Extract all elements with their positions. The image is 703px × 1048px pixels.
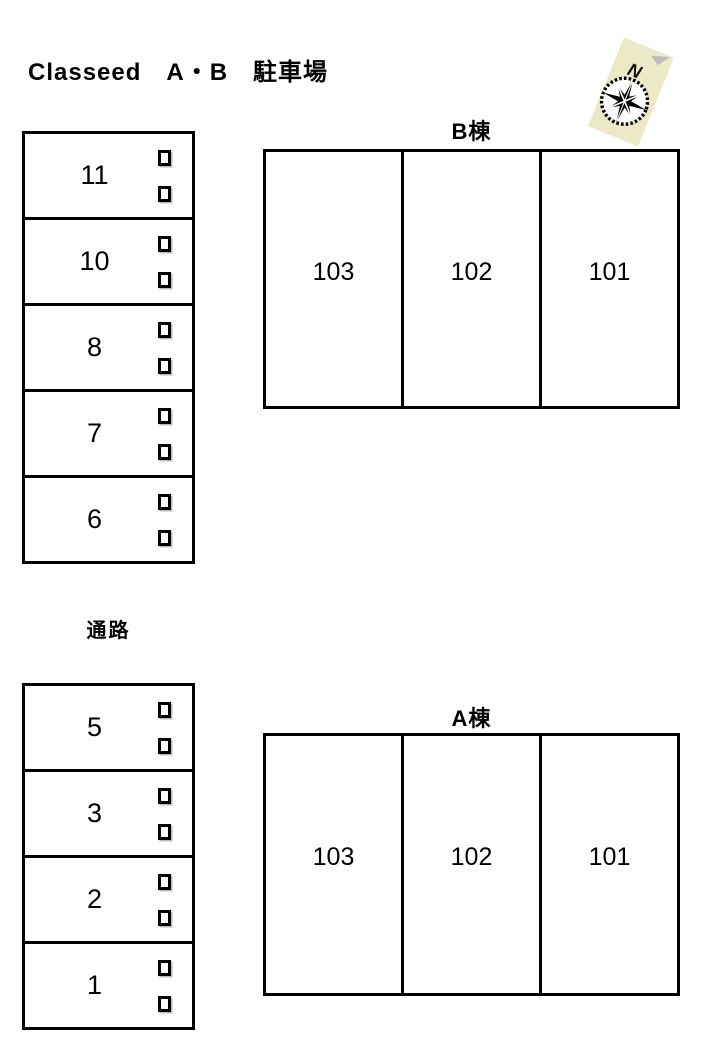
parking-space-row: 3 (25, 769, 192, 855)
stall-marker-icon (158, 737, 171, 754)
parking-space-row: 10 (25, 217, 192, 303)
building-b-unit-103: 103 (312, 257, 355, 286)
space-number: 5 (86, 712, 103, 742)
stall-marker-icon (158, 271, 171, 288)
parking-space-row: 7 (25, 389, 192, 475)
stall-marker-icon (158, 149, 171, 166)
space-number: 10 (79, 246, 110, 276)
parking-space-row: 11 (25, 134, 192, 217)
compass-gray-arrow (650, 55, 670, 66)
stall-markers (158, 149, 171, 202)
stall-marker-icon (158, 873, 171, 890)
building-b-unit-101: 101 (539, 152, 677, 406)
stall-marker-icon (158, 909, 171, 926)
parking-space-row: 2 (25, 855, 192, 941)
stall-marker-icon (158, 823, 171, 840)
stall-marker-icon (158, 959, 171, 976)
space-number: 6 (86, 504, 103, 534)
stall-marker-icon (158, 321, 171, 338)
stall-marker-icon (158, 185, 171, 202)
space-number: 2 (86, 884, 103, 914)
stall-markers (158, 493, 171, 546)
parking-space-row: 8 (25, 303, 192, 389)
building-b-unit-102: 102 (401, 152, 539, 406)
parking-table-upper: 11 10 8 7 (22, 131, 195, 564)
stall-marker-icon (158, 443, 171, 460)
stall-marker-icon (158, 235, 171, 252)
page-title: Classeed A・B 駐車場 (28, 59, 329, 86)
stall-markers (158, 407, 171, 460)
stall-markers (158, 701, 171, 754)
stall-marker-icon (158, 407, 171, 424)
stall-markers (158, 235, 171, 288)
building-a-unit-103: 103 (312, 843, 355, 871)
building-b-label: B棟 (451, 119, 492, 144)
space-number: 7 (86, 418, 103, 448)
space-number: 3 (86, 798, 103, 828)
stall-marker-icon (158, 529, 171, 546)
space-number: 1 (86, 970, 103, 1000)
space-number: 8 (86, 332, 103, 362)
stall-markers (158, 787, 171, 840)
stall-marker-icon (158, 787, 171, 804)
space-number: 11 (80, 160, 109, 190)
parking-space-row: 1 (25, 941, 192, 1027)
stall-markers (158, 873, 171, 926)
stall-markers (158, 959, 171, 1012)
stall-marker-icon (158, 995, 171, 1012)
building-a-unit-101: 101 (539, 736, 677, 993)
building-a-box: 103 102 101 (263, 733, 680, 996)
parking-table-lower: 5 3 2 1 (22, 683, 195, 1030)
stall-markers (158, 321, 171, 374)
building-b-box: 103 102 101 (263, 149, 680, 409)
parking-space-row: 5 (25, 686, 192, 769)
stall-marker-icon (158, 357, 171, 374)
stall-marker-icon (158, 493, 171, 510)
building-a-label: A棟 (451, 706, 492, 731)
parking-space-row: 6 (25, 475, 192, 561)
stall-marker-icon (158, 701, 171, 718)
compass-icon: N (587, 37, 675, 147)
aisle-label: 通路 (86, 620, 131, 642)
building-a-unit-102: 102 (401, 736, 539, 993)
